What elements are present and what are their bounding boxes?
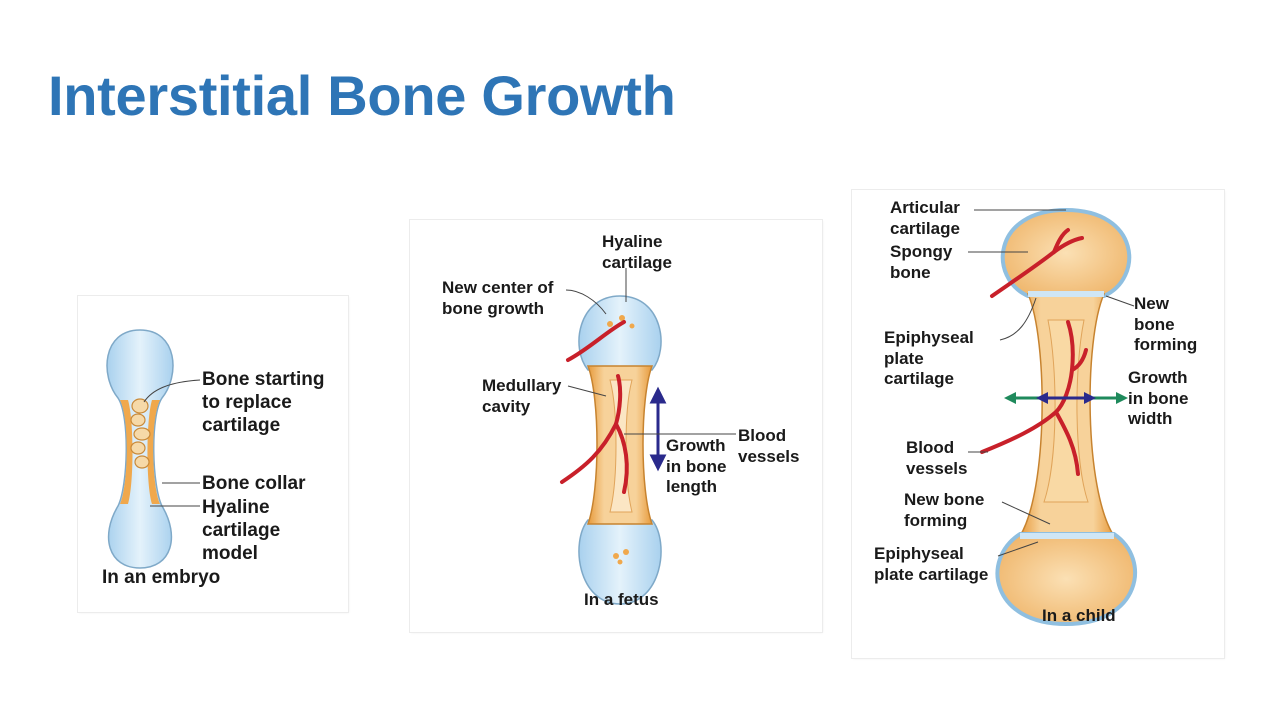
blood-vessels bbox=[560, 320, 629, 494]
child-illustration bbox=[968, 207, 1138, 627]
label-new-bone-bottom: New bone forming bbox=[904, 490, 985, 530]
caption-child: In a child bbox=[1042, 606, 1116, 625]
upper-cartilage bbox=[578, 295, 662, 371]
embryo-panel: Bone starting to replace cartilage Bone … bbox=[78, 296, 348, 612]
label-growth-length: Growth in bone length bbox=[666, 436, 727, 497]
label-epiphyseal-top: Epiphyseal plate cartilage bbox=[884, 328, 974, 389]
label-epiphyseal-bottom: Epiphyseal plate cartilage bbox=[874, 544, 989, 584]
label-blood-vessels: Blood vessels bbox=[738, 426, 800, 466]
caption-fetus: In a fetus bbox=[584, 590, 659, 609]
ossification-center bbox=[130, 398, 151, 469]
label-bone-collar: Bone collar bbox=[202, 473, 306, 494]
label-hyaline-model: Hyaline cartilage model bbox=[202, 497, 281, 565]
label-new-bone-top: New bone forming bbox=[1134, 294, 1198, 355]
label-new-center: New center of bone growth bbox=[442, 278, 554, 318]
caption-embryo: In an embryo bbox=[102, 567, 221, 588]
fetus-illustration bbox=[560, 268, 736, 605]
upper-epiphysis bbox=[1000, 207, 1132, 298]
child-panel: Articular cartilage Spongy bone New bone… bbox=[852, 190, 1224, 658]
lower-epiphysis bbox=[995, 532, 1138, 627]
bone-collar bbox=[120, 400, 133, 504]
label-medullary: Medullary cavity bbox=[482, 376, 562, 416]
label-bone-starting: Bone starting to replace cartilage bbox=[202, 369, 325, 437]
slide-title: Interstitial Bone Growth bbox=[48, 64, 676, 127]
divider-line bbox=[77, 380, 78, 532]
fetus-panel: Hyaline cartilage New center of bone gro… bbox=[410, 220, 822, 632]
growth-width-arrow bbox=[1004, 392, 1128, 404]
growth-length-arrow bbox=[649, 386, 667, 472]
blood-vessels bbox=[980, 228, 1088, 476]
label-growth-width: Growth in bone width bbox=[1128, 368, 1189, 429]
embryo-illustration bbox=[106, 329, 201, 569]
label-articular: Articular cartilage bbox=[890, 198, 960, 238]
label-spongy: Spongy bone bbox=[890, 242, 953, 282]
label-hyaline: Hyaline cartilage bbox=[602, 232, 672, 272]
label-blood-vessels: Blood vessels bbox=[906, 438, 968, 478]
